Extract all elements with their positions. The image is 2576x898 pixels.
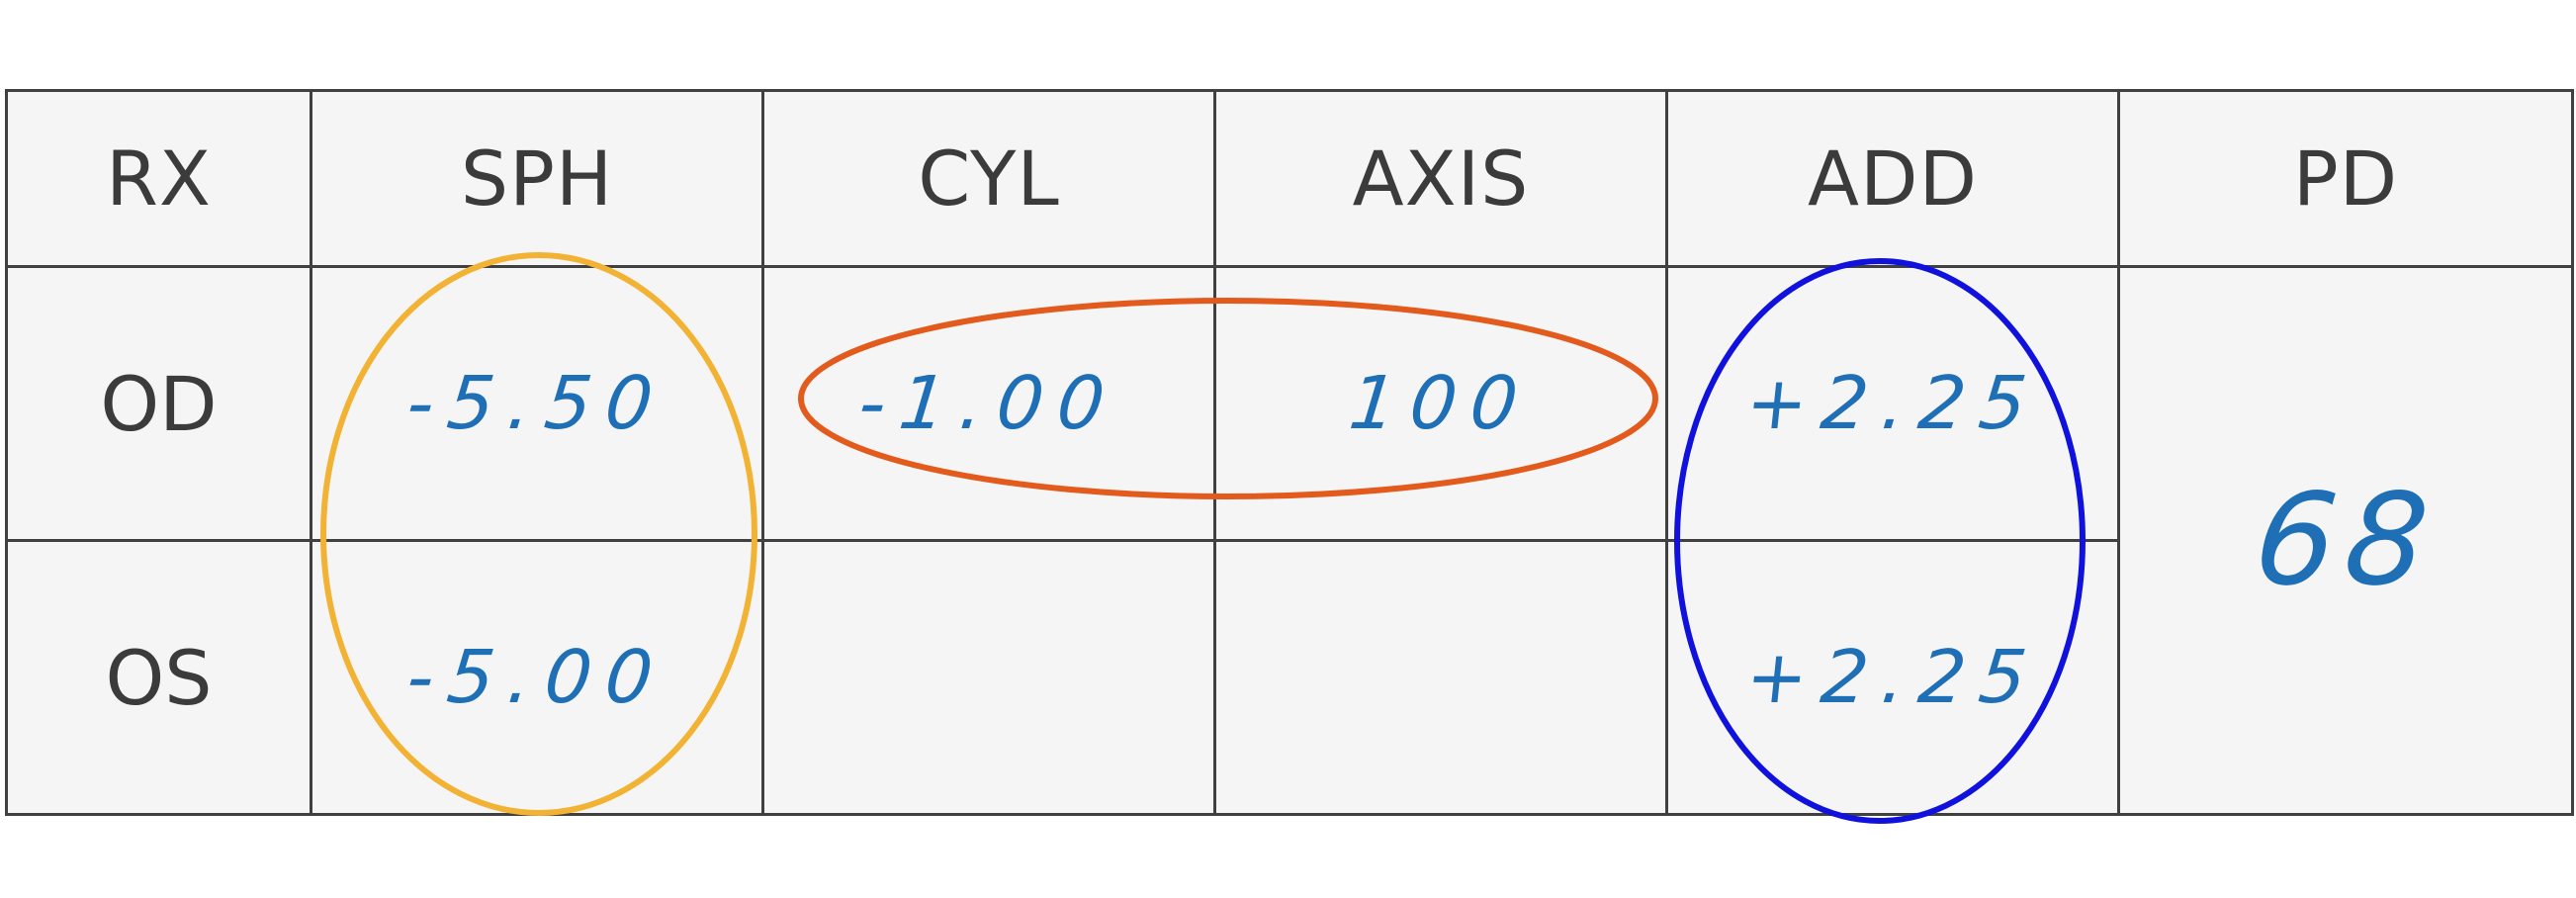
os-cyl-cell (761, 539, 1216, 816)
od-add-value: +2.25 (1741, 361, 2044, 446)
row-label-od: OD (5, 265, 312, 542)
os-add-value: +2.25 (1741, 635, 2044, 720)
od-sph-value: -5.50 (402, 361, 671, 446)
prescription-table: RX SPH CYL AXIS ADD PD OD -5.50 -1.00 10… (5, 89, 2574, 816)
od-sph-cell: -5.50 (310, 265, 764, 542)
row-od: OD -5.50 -1.00 100 +2.25 68 (5, 265, 2574, 816)
pd-cell: 68 (2117, 265, 2574, 816)
od-cyl-cell: -1.00 (761, 265, 1216, 542)
os-sph-value: -5.00 (402, 635, 671, 720)
os-add-cell: +2.25 (1665, 539, 2120, 816)
header-cyl: CYL (761, 89, 1216, 268)
od-axis-value: 100 (1345, 361, 1537, 446)
header-axis: AXIS (1213, 89, 1668, 268)
header-pd: PD (2117, 89, 2574, 268)
os-sph-cell: -5.00 (310, 539, 764, 816)
od-add-cell: +2.25 (1665, 265, 2120, 542)
header-add: ADD (1665, 89, 2120, 268)
header-row: RX SPH CYL AXIS ADD PD (5, 89, 2574, 268)
pd-value: 68 (2247, 467, 2444, 614)
header-rx: RX (5, 89, 312, 268)
od-axis-cell: 100 (1213, 265, 1668, 542)
os-axis-cell (1213, 539, 1668, 816)
header-sph: SPH (310, 89, 764, 268)
od-cyl-value: -1.00 (854, 361, 1123, 446)
row-label-os: OS (5, 539, 312, 816)
